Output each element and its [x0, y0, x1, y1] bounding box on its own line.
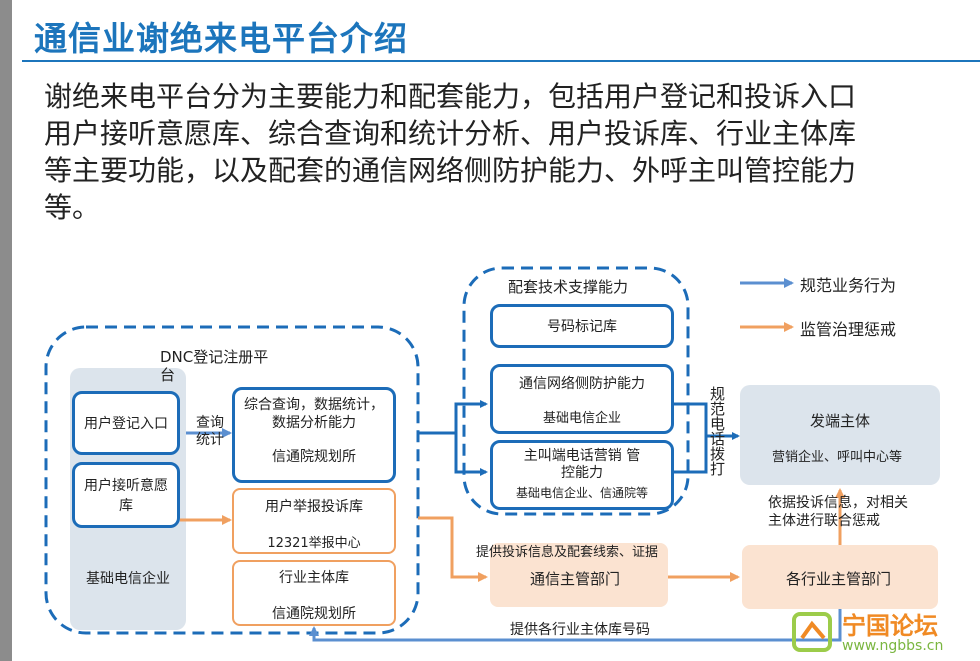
complaint-db-title: 用户举报投诉库 — [265, 499, 363, 515]
punish-note-line: 依据投诉信息，对相关 — [768, 495, 908, 511]
regulate-call-label: 规范电话拨打 — [708, 386, 726, 476]
branch-to-caller — [454, 433, 488, 476]
analysis-box: 综合查询，数据统计， 数据分析能力 信通院规划所 — [232, 387, 396, 483]
provide-complaints-label: 提供投诉信息及配套线索、证据 — [476, 545, 659, 560]
punish-note-line: 主体进行联合惩戒 — [768, 513, 880, 529]
query-label-line: 统计 — [196, 432, 224, 448]
dnc-label-line: 台 — [160, 366, 176, 384]
user-entry-box: 用户登记入口 — [72, 391, 180, 455]
dnc-platform-label: DNC登记注册平 台 — [160, 348, 268, 384]
network-protect-title: 通信网络侧防护能力 — [519, 376, 645, 392]
caller-control-line: 主叫端电话营销 管 — [523, 448, 641, 464]
industry-db-sub: 信通院规划所 — [272, 606, 356, 622]
industry-db-box: 行业主体库 信通院规划所 — [232, 560, 396, 626]
forum-logo-icon — [792, 612, 832, 652]
support-capability-container — [462, 266, 690, 516]
intro-line: 等主要功能，以及配套的通信网络侧防护能力、外呼主叫管控能力 — [44, 154, 857, 187]
telecom-dept-label: 通信主管部门 — [530, 570, 621, 588]
user-willing-box: 用户接听意愿 库 — [72, 462, 180, 528]
forum-name: 宁国论坛 — [842, 612, 938, 640]
network-protect-sub: 基础电信企业 — [542, 411, 621, 426]
intro-line: 用户接听意愿库、综合查询和统计分析、用户投诉库、行业主体库 — [44, 117, 857, 150]
network-protect-box: 通信网络侧防护能力 基础电信企业 — [490, 364, 674, 434]
support-title: 配套技术支撑能力 — [508, 278, 629, 296]
complaint-db-sub: 12321举报中心 — [267, 536, 361, 551]
query-label-line: 查询 — [196, 415, 224, 431]
caller-entity-sub: 营销企业、呼叫中心等 — [772, 450, 903, 465]
legend-blue-label: 规范业务行为 — [800, 276, 897, 295]
base-telecom-label: 基础电信企业 — [86, 571, 170, 587]
caller-entity-title: 发端主体 — [810, 412, 871, 430]
number-mark-box: 号码标记库 — [490, 304, 674, 348]
forum-url: www.ngbbs.cn — [842, 638, 944, 654]
intro-line: 谢绝来电平台分为主要能力和配套能力，包括用户登记和投诉入口 — [44, 80, 857, 113]
legend-orange-label: 监管治理惩戒 — [800, 320, 897, 339]
number-mark-label: 号码标记库 — [547, 319, 617, 335]
caller-entity-box — [740, 385, 940, 485]
analysis-line: 数据分析能力 — [272, 415, 356, 431]
provide-numbers-line — [309, 609, 842, 642]
analysis-line: 综合查询，数据统计， — [244, 397, 384, 413]
caller-to-exit — [674, 436, 708, 474]
query-stat-label: 查询 统计 — [196, 415, 224, 449]
industry-dept-box — [742, 545, 938, 609]
network-to-exit — [674, 402, 708, 436]
provide-numbers-label: 提供各行业主体库号码 — [510, 622, 650, 638]
telecom-dept-box — [490, 543, 668, 607]
user-willing-label: 库 — [119, 498, 133, 514]
caller-control-box: 主叫端电话营销 管 控能力 基础电信企业、信通院等 — [490, 440, 674, 510]
user-entry-label: 用户登记入口 — [84, 416, 168, 432]
analysis-sub: 信通院规划所 — [272, 449, 356, 465]
complaint-to-telecom-line — [418, 516, 488, 582]
left-accent-bar — [0, 0, 12, 661]
dnc-platform-container — [44, 325, 420, 635]
complaint-db-box: 用户举报投诉库 12321举报中心 — [232, 488, 396, 554]
title-rule — [22, 60, 980, 62]
intro-line: 等。 — [44, 191, 101, 224]
industry-dept-label: 各行业主管部门 — [786, 570, 892, 588]
forum-watermark: 宁国论坛 www.ngbbs.cn — [790, 606, 976, 658]
dnc-label-line: DNC登记注册平 — [160, 348, 269, 366]
punish-note: 依据投诉信息，对相关 主体进行联合惩戒 — [768, 494, 908, 530]
industry-db-title: 行业主体库 — [279, 570, 349, 586]
intro-paragraph: 谢绝来电平台分为主要能力和配套能力，包括用户登记和投诉入口 用户接听意愿库、综合… — [44, 78, 974, 226]
user-willing-label: 用户接听意愿 — [84, 478, 168, 494]
caller-control-sub: 基础电信企业、信通院等 — [515, 486, 648, 500]
page-title: 通信业谢绝来电平台介绍 — [34, 19, 408, 58]
branch-to-network — [454, 400, 488, 433]
caller-control-line: 控能力 — [561, 465, 603, 481]
